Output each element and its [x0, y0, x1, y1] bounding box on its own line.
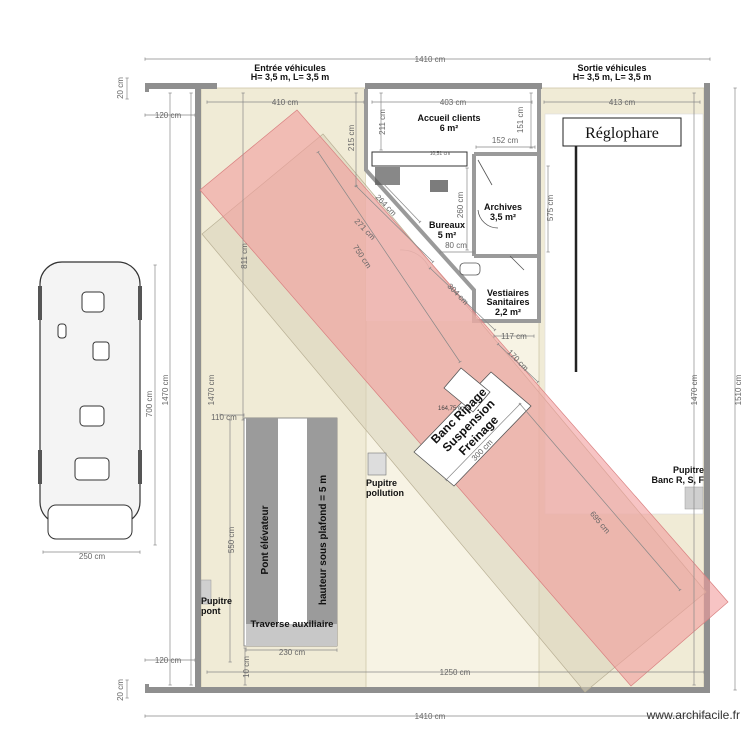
dim-zone-215: 215 cm: [347, 125, 356, 152]
wall-right: [704, 83, 710, 693]
dim-pont-550: 550 cm: [227, 527, 236, 554]
dim-left-margin-top: 120 cm: [155, 111, 182, 120]
hauteur-plafond-label: hauteur sous plafond = 5 m: [318, 475, 329, 605]
dim-wall-bottom: 20 cm: [116, 679, 125, 701]
dim-right-inner-height: 1470 cm: [690, 374, 699, 405]
wall-bottom-jamb: [145, 684, 149, 693]
toilet: [459, 262, 481, 276]
traverse-auxiliaire: [246, 624, 337, 646]
dimension-lines: [42, 57, 737, 718]
reglophare-box: [562, 117, 682, 147]
dim-top-left-zone: 410 cm: [272, 98, 299, 107]
dim-zone-811: 811 cm: [240, 243, 249, 269]
pupitre-pont-label-2: pont: [201, 606, 221, 616]
pupitre-banc-label-1: Pupitre: [673, 465, 704, 475]
dim-wall-top: 20 cm: [116, 77, 125, 99]
dim-left-margin-bottom: 120 cm: [155, 656, 182, 665]
archives-area: 3,5 m²: [490, 212, 516, 222]
archives-name: Archives: [484, 202, 522, 212]
banc-inner-dim: 164,75 cm: [438, 406, 466, 412]
pupitre-banc-label-2: Banc R, S, F: [651, 475, 704, 485]
dim-top-total: 1410 cm: [415, 55, 446, 64]
exit-title: Sortie véhicules: [577, 63, 646, 73]
vestiaires-name: Vestiaires: [487, 288, 529, 298]
wall-left: [195, 83, 201, 693]
entry-size: H= 3,5 m, L= 3,5 m: [251, 72, 330, 82]
dim-bureaux-80: 80 cm: [445, 241, 467, 250]
pupitre-pollution: [367, 452, 387, 476]
desk-dim: 10,51 cm: [430, 151, 451, 157]
dim-pont-10: 10 cm: [242, 656, 251, 678]
watermark: www.archifacile.fr: [646, 708, 740, 722]
dim-bus-700: 700 cm: [145, 391, 154, 418]
dim-bus-1470: 1470 cm: [161, 374, 170, 405]
dim-right-total-height: 1510 cm: [734, 374, 743, 405]
bureaux-name: Bureaux: [429, 220, 465, 230]
dim-accueil-211: 211 cm: [378, 109, 387, 135]
pont-left-rail: [246, 418, 278, 624]
dim-accueil-151: 151 cm: [516, 107, 525, 134]
pupitre-pont-label-1: Pupitre: [201, 596, 232, 606]
desk-equipment: [375, 167, 400, 185]
accueil-area: 6 m²: [440, 123, 459, 133]
dim-inner-bottom: 1250 cm: [440, 668, 471, 677]
wall-left-jamb: [145, 83, 149, 92]
dim-top-right-zone: 413 cm: [609, 98, 636, 107]
vestiaires-area: 2,2 m²: [495, 307, 521, 317]
sanitaires-name: Sanitaires: [486, 297, 529, 307]
entry-title: Entrée véhicules: [254, 63, 326, 73]
bureaux-area: 5 m²: [438, 230, 457, 240]
pupitre-pollution-label-1: Pupitre: [366, 478, 397, 488]
dim-top-mid-zone: 403 cm: [440, 98, 467, 107]
dim-pont-230: 230 cm: [279, 648, 306, 657]
pupitre-pollution-label-2: pollution: [366, 488, 404, 498]
dim-bottom-total: 1410 cm: [415, 712, 446, 721]
dim-vest-117: 117 cm: [501, 332, 527, 341]
door-arc-vestiaires: [509, 255, 525, 271]
exit-size: H= 3,5 m, L= 3,5 m: [573, 72, 652, 82]
dim-bus-250: 250 cm: [79, 552, 106, 561]
accueil-counter: [371, 151, 468, 167]
dim-pont-110: 110 cm: [211, 413, 237, 422]
accueil-name: Accueil clients: [417, 113, 480, 123]
reglophare-label: Réglophare: [585, 125, 659, 142]
desk-chair: [430, 180, 448, 192]
traverse-label: Traverse auxiliaire: [251, 619, 334, 630]
pont-right-rail: [307, 418, 337, 624]
wall-top-left: [145, 83, 217, 89]
dim-accueil-152: 152 cm: [492, 136, 519, 145]
pont-elevateur-label: Pont élévateur: [260, 505, 271, 574]
bus-top-view: [38, 261, 142, 540]
dim-left-inner-height: 1470 cm: [207, 374, 216, 405]
pupitre-pont: [200, 579, 212, 605]
wall-bottom: [145, 687, 710, 693]
dim-bureaux-260: 260 cm: [456, 192, 465, 219]
door-arc-archives: [477, 159, 499, 229]
wall-top-middle: [365, 83, 542, 89]
dim-right-575: 575 cm: [546, 195, 555, 222]
